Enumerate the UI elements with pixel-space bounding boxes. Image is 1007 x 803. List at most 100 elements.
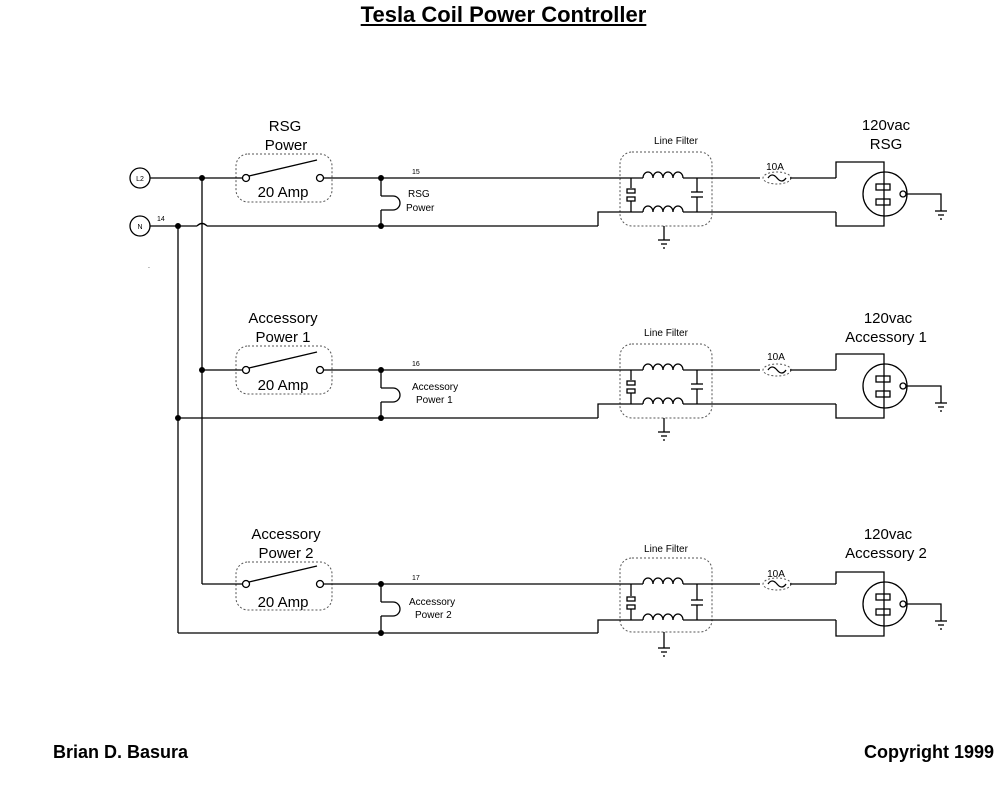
outlet-label: Accessory 2 — [845, 545, 927, 562]
filter-label: Line Filter — [644, 544, 689, 555]
switch-blade — [248, 159, 318, 177]
fuse-label: 10A — [766, 162, 784, 173]
lamp-label: Power — [406, 203, 435, 214]
pilot-lamp-icon — [381, 387, 401, 403]
switch-contact — [241, 365, 251, 375]
pilot-lamp-icon — [381, 195, 401, 211]
switch-label: Accessory — [248, 310, 318, 327]
wire — [597, 403, 620, 418]
outlet-ground-pin — [899, 600, 907, 608]
ground-icon — [935, 620, 947, 630]
circuit-accessory-1: Accessory Power 1 20 Amp 16 Accessory Po… — [202, 310, 947, 441]
outlet-box — [835, 571, 885, 637]
switch-rating: 20 Amp — [258, 594, 309, 611]
fuse-icon — [767, 174, 787, 182]
varistor-icon — [626, 370, 636, 404]
switch-label: Power — [265, 137, 308, 154]
outlet-slot — [875, 593, 891, 601]
ground-icon — [658, 418, 670, 441]
wire — [906, 385, 942, 403]
inductor-icon — [642, 171, 684, 179]
switch-contact — [315, 365, 325, 375]
junction-dot — [175, 415, 181, 421]
outlet-label: 120vac — [864, 310, 913, 327]
switch-contact — [241, 173, 251, 183]
outlet-slot — [875, 375, 891, 383]
filter-label: Line Filter — [644, 328, 689, 339]
line-filter-enclosure — [619, 343, 713, 419]
capacitor-icon — [691, 584, 703, 620]
wire — [906, 603, 942, 621]
inductor-icon — [642, 613, 684, 621]
varistor-icon — [626, 584, 636, 620]
junction-dot — [175, 223, 181, 229]
switch-blade — [248, 565, 318, 583]
lamp-label: Power 2 — [415, 610, 452, 621]
inductor-icon — [642, 205, 684, 213]
wire — [906, 193, 942, 211]
outlet-box — [835, 161, 885, 227]
wire — [597, 619, 620, 633]
diagram-title: Tesla Coil Power Controller — [360, 2, 647, 27]
input-terminal-l2: L2 — [129, 167, 151, 189]
switch-rating: 20 Amp — [258, 184, 309, 201]
outlet-label: RSG — [870, 136, 903, 153]
input-terminal-n: N — [129, 215, 151, 237]
outlet-slot — [875, 198, 891, 206]
outlet-label: Accessory 1 — [845, 329, 927, 346]
copyright-notice: Copyright 1999 — [863, 742, 994, 762]
wire — [597, 211, 620, 226]
fuse-label: 10A — [767, 352, 785, 363]
fuse-label: 10A — [767, 569, 785, 580]
ground-icon — [935, 210, 947, 220]
capacitor-icon — [691, 178, 703, 212]
terminal-n-label: N — [137, 224, 142, 231]
inductor-icon — [642, 577, 684, 585]
wire-number: 17 — [412, 575, 420, 582]
stray-mark: . — [148, 263, 150, 270]
ground-icon — [658, 632, 670, 657]
switch-enclosure — [235, 561, 333, 611]
lamp-label: RSG — [408, 189, 430, 200]
line-filter-enclosure — [619, 151, 713, 227]
lamp-label: Power 1 — [416, 395, 453, 406]
switch-rating: 20 Amp — [258, 377, 309, 394]
outlet-slot — [875, 183, 891, 191]
switch-contact — [315, 173, 325, 183]
line-filter-enclosure — [619, 557, 713, 633]
switch-label: Power 2 — [258, 545, 313, 562]
lamp-label: Accessory — [409, 597, 455, 608]
outlet-label: 120vac — [864, 526, 913, 543]
neutral-wire-number: 14 — [157, 216, 165, 223]
varistor-icon — [626, 178, 636, 212]
switch-label: Accessory — [251, 526, 321, 543]
switch-contact — [241, 579, 251, 589]
switch-label: RSG — [269, 118, 302, 135]
author-credit: Brian D. Basura — [53, 742, 189, 762]
switch-contact — [315, 579, 325, 589]
switch-label: Power 1 — [255, 329, 310, 346]
outlet-ground-pin — [899, 382, 907, 390]
pilot-lamp-icon — [381, 601, 401, 617]
outlet-label: 120vac — [862, 117, 911, 134]
ground-icon — [935, 402, 947, 412]
fuse-icon — [767, 366, 787, 374]
ground-icon — [658, 226, 670, 249]
inductor-icon — [642, 363, 684, 371]
switch-blade — [248, 351, 318, 369]
wire-number: 15 — [412, 169, 420, 176]
outlet-ground-pin — [899, 190, 907, 198]
capacitor-icon — [691, 370, 703, 404]
wire-number: 16 — [412, 361, 420, 368]
inductor-icon — [642, 397, 684, 405]
filter-label: Line Filter — [654, 136, 699, 147]
outlet-slot — [875, 608, 891, 616]
fuse-icon — [767, 580, 787, 588]
circuit-accessory-2: Accessory Power 2 20 Amp 17 Accessory Po… — [202, 526, 947, 657]
outlet-slot — [875, 390, 891, 398]
lamp-label: Accessory — [412, 382, 458, 393]
terminal-l2-label: L2 — [136, 176, 144, 183]
outlet-box — [835, 353, 885, 419]
circuit-rsg: RSG Power 20 Amp 15 RSG Power Line Filte… — [202, 117, 947, 249]
